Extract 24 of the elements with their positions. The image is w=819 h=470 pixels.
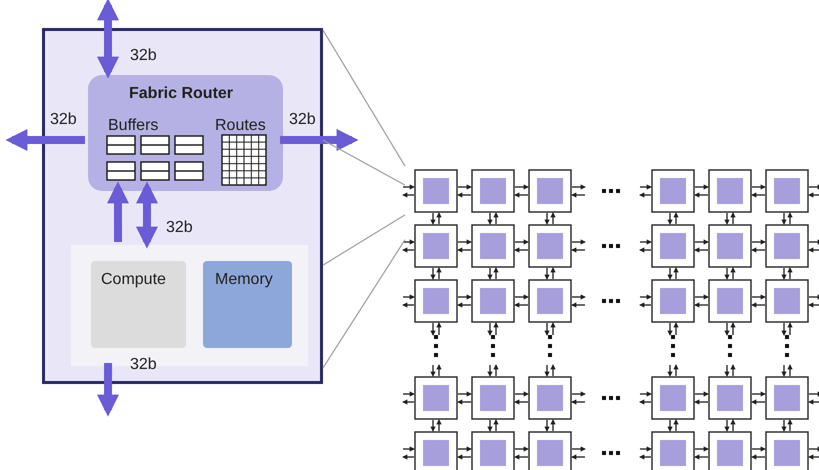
memory-label: Memory [215,271,273,289]
arrow [5,129,85,151]
edge-label: 32b [130,47,157,65]
router-title: Fabric Router [129,85,234,103]
arrow [106,181,129,242]
router-box [88,75,283,191]
arrow [97,362,120,417]
edge-label: 32b [130,356,157,374]
zoom-line [322,239,406,368]
arrow [136,181,158,249]
memory-box [203,261,292,348]
edge-label: 32b [289,111,316,129]
tile-box [42,28,323,384]
zoom-line [322,30,406,166]
zoom-line [322,214,406,266]
routes-label: Routes [215,117,266,135]
edge-label: 32b [50,111,77,129]
compute-box [91,261,186,348]
edge-label: 32b [166,219,193,237]
zoom-line [322,140,406,186]
buffers-label: Buffers [108,117,158,135]
arrow [280,129,359,151]
arrow [97,0,119,79]
compute-label: Compute [101,271,166,289]
